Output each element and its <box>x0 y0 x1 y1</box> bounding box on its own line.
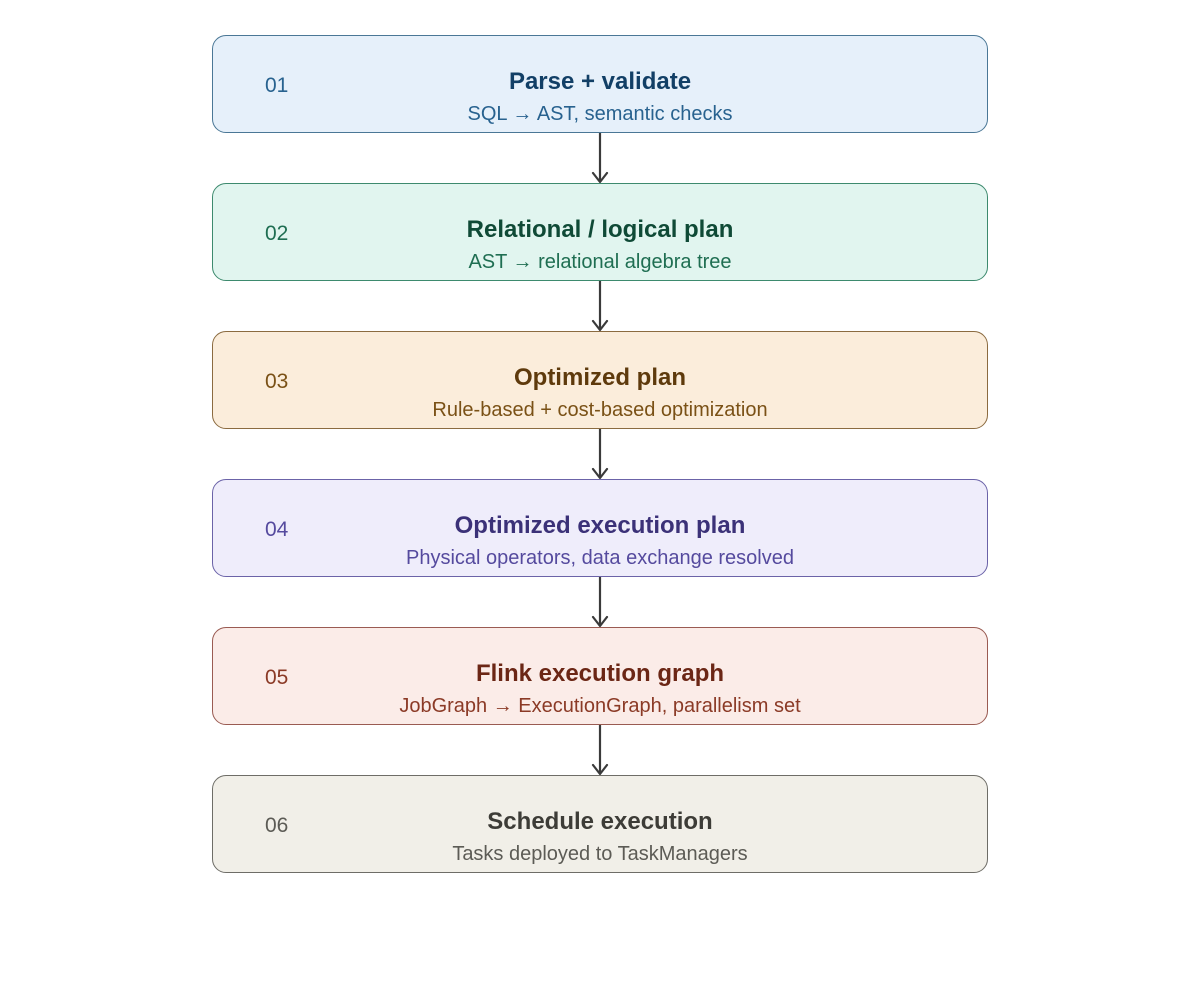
stage-number: 06 <box>265 814 289 837</box>
stage-optimized-plan: 03 Optimized plan Rule-based + cost-base… <box>212 331 988 429</box>
stage-number: 05 <box>265 666 289 689</box>
flow-arrow <box>591 429 609 479</box>
stage-number: 03 <box>265 370 289 393</box>
stage-subtitle: Rule-based + cost-based optimization <box>432 399 768 421</box>
stage-title: Optimized execution plan <box>454 512 746 539</box>
stage-parse-validate: 01 Parse + validate SQL → AST, semantic … <box>212 35 988 133</box>
stage-title: Relational / logical plan <box>466 216 734 243</box>
stage-number: 04 <box>265 518 289 541</box>
flow-arrow <box>591 281 609 331</box>
stage-subtitle: AST → relational algebra tree <box>468 251 732 273</box>
stage-title: Schedule execution <box>487 808 713 835</box>
flow-arrow <box>591 133 609 183</box>
stage-title: Optimized plan <box>513 364 686 391</box>
stage-execution-plan: 04 Optimized execution plan Physical ope… <box>212 479 988 577</box>
flow-arrow <box>591 577 609 627</box>
stage-subtitle: JobGraph → ExecutionGraph, parallelism s… <box>399 695 801 717</box>
stage-subtitle: SQL → AST, semantic checks <box>467 103 733 125</box>
stage-number: 01 <box>265 74 289 97</box>
stage-schedule-execution: 06 Schedule execution Tasks deployed to … <box>212 775 988 873</box>
stage-number: 02 <box>265 222 289 245</box>
stage-logical-plan: 02 Relational / logical plan AST → relat… <box>212 183 988 281</box>
stage-execution-graph: 05 Flink execution graph JobGraph → Exec… <box>212 627 988 725</box>
stage-subtitle: Physical operators, data exchange resolv… <box>405 547 794 569</box>
flow-arrow <box>591 725 609 775</box>
stage-title: Flink execution graph <box>475 660 725 687</box>
stage-title: Parse + validate <box>508 68 692 95</box>
stage-subtitle: Tasks deployed to TaskManagers <box>452 843 748 865</box>
